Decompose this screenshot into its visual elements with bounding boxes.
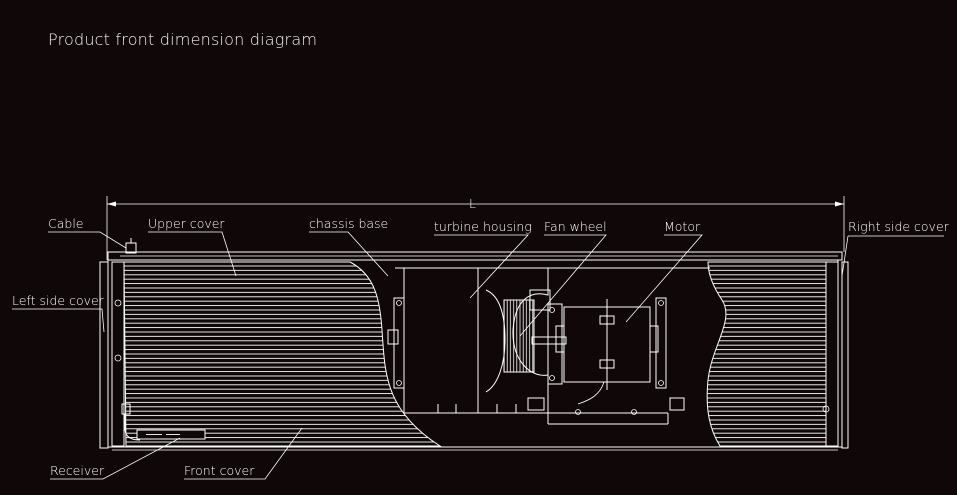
chassis-internals (387, 267, 710, 425)
front-cover-right (706, 261, 827, 447)
label-right-side-cover: Right side cover (848, 219, 950, 234)
label-turbine-housing: turbine housing (434, 219, 532, 234)
page-title: Product front dimension diagram (48, 30, 318, 49)
label-motor: Motor (664, 219, 701, 234)
leader-lines (12, 231, 944, 480)
fan-wheel (503, 299, 535, 373)
front-cover-left (123, 261, 442, 447)
turbine-housing (403, 267, 479, 414)
label-cable: Cable (48, 216, 84, 231)
label-left-side-cover: Left side cover (12, 293, 105, 308)
label-front-cover: Front cover (184, 463, 255, 478)
label-upper-cover: Upper cover (148, 216, 225, 231)
label-receiver: Receiver (50, 463, 105, 478)
label-chassis-base: chassis base (309, 216, 388, 231)
label-fan-wheel: Fan wheel (544, 219, 607, 234)
dimension-line: L (106, 196, 845, 260)
dimension-label: L (469, 196, 476, 211)
